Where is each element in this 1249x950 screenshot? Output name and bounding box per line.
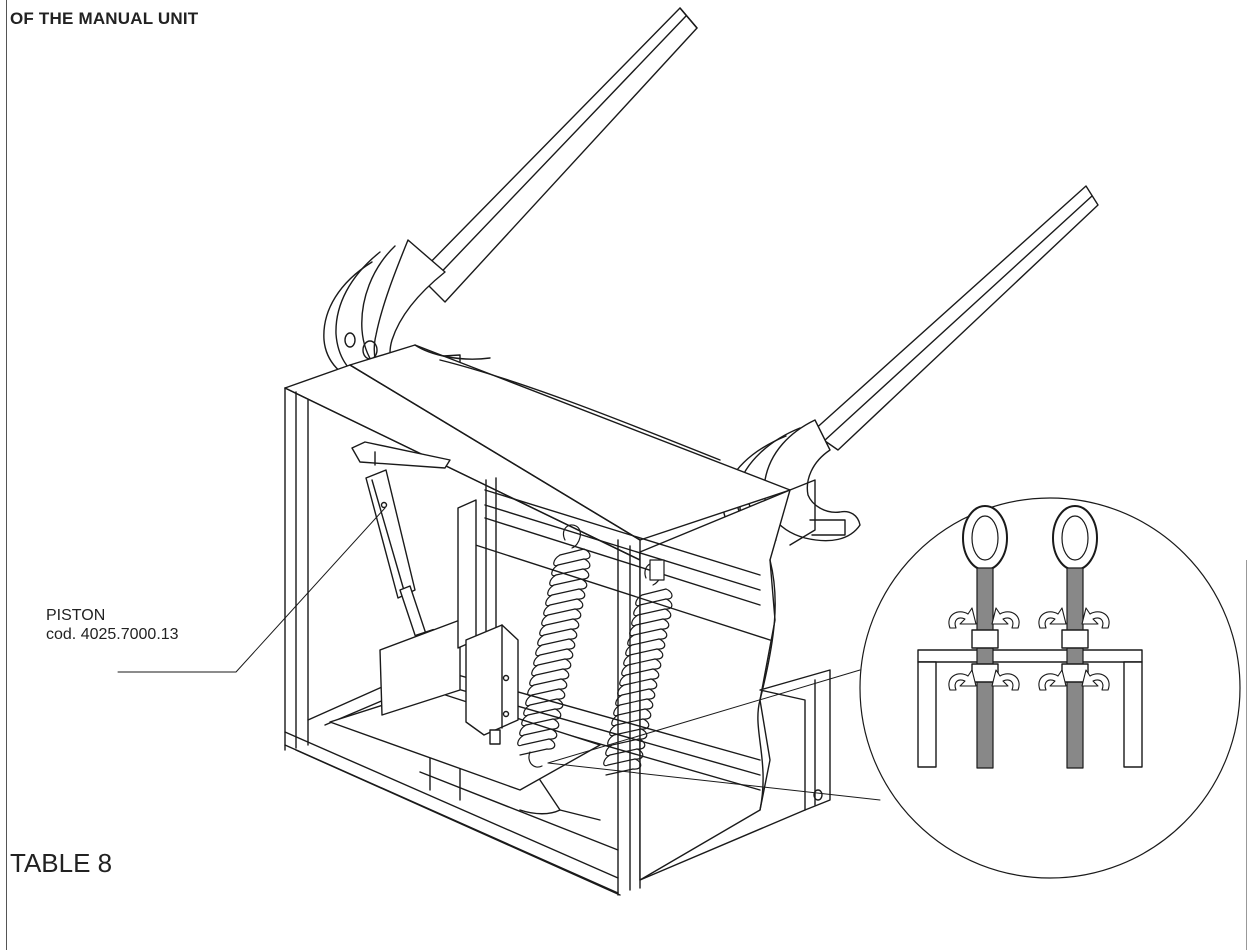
vertical-guide-bar [457, 477, 519, 745]
piston-leader-line [117, 507, 386, 673]
right-side-panel [639, 479, 831, 881]
page-left-border [6, 0, 7, 950]
piston-callout-name: PISTON [46, 607, 106, 624]
spring-left [517, 524, 591, 768]
page-heading: OF THE MANUAL UNIT [10, 9, 199, 28]
detail-callout-lines [547, 669, 881, 801]
page-right-border [1246, 560, 1247, 950]
piston-assembly [351, 441, 461, 716]
piston-callout-code: cod. 4025.7000.13 [46, 626, 179, 643]
table-label: TABLE 8 [10, 848, 113, 878]
eyebolt-left [962, 505, 1008, 769]
rotation-arrows [948, 607, 1110, 691]
bottom-plate [329, 689, 601, 821]
detail-magnifier-circle [859, 497, 1241, 879]
spring-right [603, 559, 673, 776]
left-handle-bar [417, 7, 698, 303]
piston-callout: PISTON cod. 4025.7000.13 [46, 606, 179, 644]
eyebolt-right [1052, 505, 1098, 769]
right-handle-bar [811, 185, 1099, 451]
